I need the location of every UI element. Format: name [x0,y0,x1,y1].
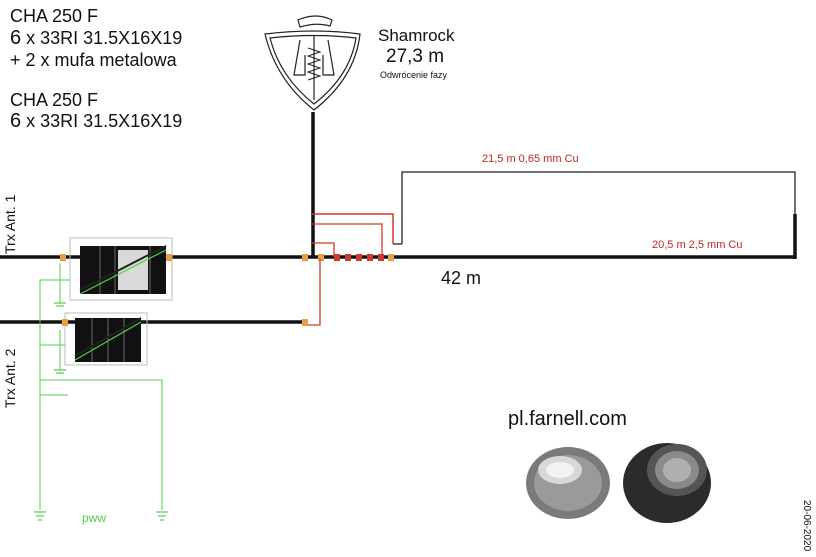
upper-wire-label: 21,5 m 0,65 mm Cu [482,153,579,165]
red-jumper-left [312,242,335,257]
metal-ring-icon [526,447,610,519]
connector-a [302,254,308,261]
spec-line-4: CHA 250 F [10,90,99,110]
red-link-ant2 [308,259,321,326]
spec-line-5: 6 x 33RI 31.5X16X19 [10,110,183,132]
spec-line-2: 6 x 33RI 31.5X16X19 [10,27,183,49]
antenna-length: 27,3 m [386,46,445,67]
spec-line-1: CHA 250 F [10,6,99,26]
lower-wire-label: 20,5 m 2,5 mm Cu [652,239,743,251]
port-label-ant2: Trx Ant. 2 [2,348,18,408]
antenna-name: Shamrock [378,26,455,45]
ground-wiring [39,263,163,510]
connector-c [388,254,394,261]
spec-line-3: + 2 x mufa metalowa [10,50,177,70]
date-label: 20-06-2020 [801,500,812,552]
red-jumper-inner [312,223,383,257]
choke-connectors [60,254,172,326]
red-jumper-upper [312,213,394,244]
port-label-ant1: Trx Ant. 1 [2,194,18,254]
ground-icon [34,302,168,521]
metal-coupling-icon [623,443,711,523]
ferrite-beads [334,254,384,261]
ground-label: pww [82,511,107,525]
antenna-note: Odwrócenie fazy [380,70,448,80]
choke-ant1 [69,237,173,301]
shamrock-antenna-icon [264,15,361,111]
thin-wire-loop [401,171,796,244]
main-length-label: 42 m [441,268,482,288]
connector-ant2 [302,319,308,326]
connector-b [318,254,324,261]
source-label: pl.farnell.com [508,408,627,430]
choke-ant2 [64,312,148,366]
